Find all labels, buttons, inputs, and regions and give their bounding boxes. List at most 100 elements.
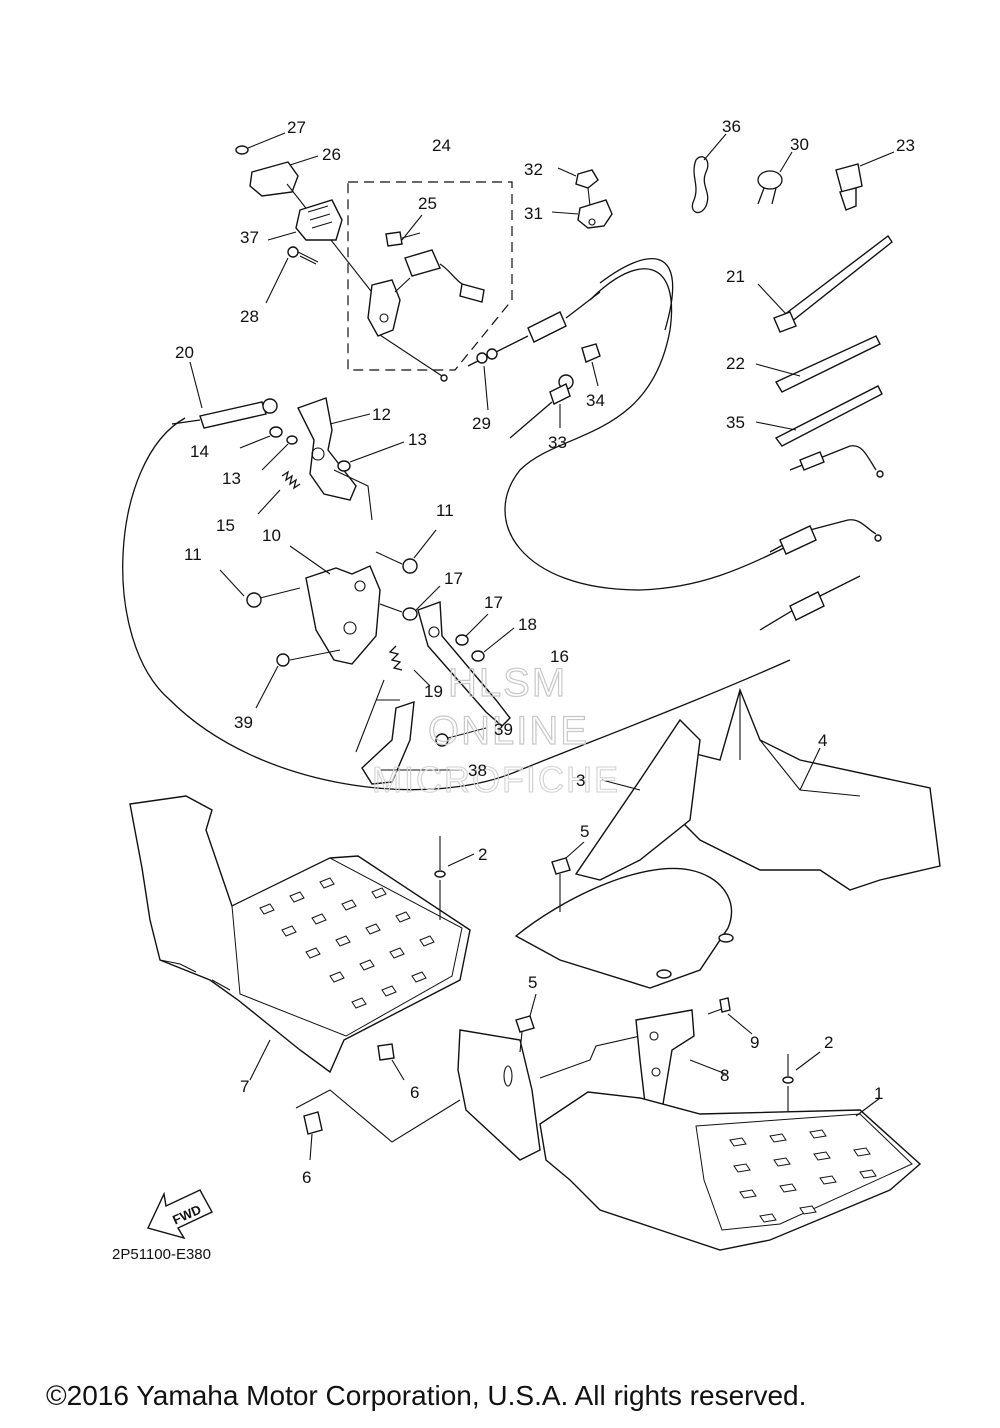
screw-27 bbox=[235, 132, 286, 155]
guard-4 bbox=[638, 687, 941, 891]
callout-16: 16 bbox=[550, 647, 569, 666]
lever-12 bbox=[297, 397, 373, 521]
callout-13-left: 13 bbox=[222, 469, 241, 488]
washer-13a bbox=[261, 435, 298, 471]
callout-24: 24 bbox=[432, 136, 451, 155]
throttle-cable bbox=[122, 417, 791, 791]
bolt-39-left bbox=[255, 649, 341, 709]
footrest-1 bbox=[539, 1091, 922, 1251]
callout-27: 27 bbox=[287, 118, 306, 137]
callout-18: 18 bbox=[518, 615, 537, 634]
clamp-31 bbox=[551, 199, 613, 229]
callout-29: 29 bbox=[472, 414, 491, 433]
callout-26: 26 bbox=[322, 145, 341, 164]
callout-8: 8 bbox=[720, 1066, 729, 1085]
callout-37: 37 bbox=[240, 228, 259, 247]
bolt-32 bbox=[557, 167, 599, 207]
callout-9: 9 bbox=[750, 1033, 759, 1052]
footrest-7 bbox=[129, 795, 471, 1081]
callout-3: 3 bbox=[576, 771, 585, 790]
callout-1: 1 bbox=[874, 1084, 883, 1103]
washer-14 bbox=[239, 426, 283, 449]
switch-assembly-box bbox=[347, 181, 513, 371]
callout-20: 20 bbox=[175, 343, 194, 362]
washer-13b bbox=[337, 441, 405, 472]
spring-15 bbox=[257, 470, 301, 515]
cable-end-right-3 bbox=[759, 575, 861, 631]
bolt-39-right bbox=[435, 727, 487, 747]
cable-adjuster-29 bbox=[467, 291, 601, 411]
screw-25 bbox=[385, 214, 423, 247]
fwd-arrow-icon: FWD bbox=[147, 1189, 213, 1240]
callout-30: 30 bbox=[790, 135, 809, 154]
callout-17-upper: 17 bbox=[444, 569, 463, 588]
plate-bracket bbox=[457, 1029, 641, 1161]
callout-22: 22 bbox=[726, 354, 745, 373]
callout-15: 15 bbox=[216, 516, 235, 535]
bolt-11-right bbox=[375, 529, 437, 574]
cable-end-right-2 bbox=[769, 519, 882, 555]
washer-17b bbox=[455, 613, 489, 646]
callout-36: 36 bbox=[722, 117, 741, 136]
choke-cable-loop bbox=[599, 258, 674, 331]
watermark: HLSM ONLINE MICROFICHE bbox=[371, 660, 620, 800]
callout-11-right: 11 bbox=[436, 501, 454, 520]
callout-4: 4 bbox=[818, 731, 827, 750]
callout-11-left: 11 bbox=[184, 545, 202, 564]
rivet-2-right bbox=[782, 1051, 821, 1112]
callout-38: 38 bbox=[468, 761, 487, 780]
switch-cover-26 bbox=[249, 155, 379, 301]
tie-22 bbox=[755, 335, 881, 393]
bolt-28 bbox=[265, 246, 319, 304]
bolt-5-lower bbox=[515, 993, 537, 1053]
rivet-2-left bbox=[434, 836, 475, 920]
clip-6-upper bbox=[377, 1043, 405, 1081]
callout-10: 10 bbox=[262, 526, 281, 545]
bracket-8 bbox=[635, 1009, 727, 1113]
callout-6-upper: 6 bbox=[410, 1083, 419, 1102]
callout-32: 32 bbox=[524, 160, 543, 179]
brake-cable bbox=[504, 268, 801, 591]
callout-33: 33 bbox=[548, 433, 567, 452]
clamp-23 bbox=[835, 151, 895, 211]
callout-39-right: 39 bbox=[494, 720, 513, 739]
callout-35: 35 bbox=[726, 413, 745, 432]
callout-13-right: 13 bbox=[408, 430, 427, 449]
cable-end-20 bbox=[171, 361, 278, 429]
tie-21 bbox=[757, 234, 893, 333]
switch-37 bbox=[267, 199, 343, 241]
callout-39-left: 39 bbox=[234, 713, 253, 732]
callout-34: 34 bbox=[586, 391, 605, 410]
bracket-10 bbox=[289, 545, 381, 665]
callout-19: 19 bbox=[424, 682, 443, 701]
pivot-17 bbox=[379, 585, 441, 621]
cable-end-right-1 bbox=[789, 445, 884, 478]
copyright-notice: ©2016 Yamaha Motor Corporation, U.S.A. A… bbox=[46, 1380, 807, 1411]
clip-18 bbox=[471, 627, 515, 662]
callout-28: 28 bbox=[240, 307, 259, 326]
clip-6-lower bbox=[295, 1089, 461, 1161]
callout-31: 31 bbox=[524, 204, 543, 223]
callout-5-upper: 5 bbox=[580, 822, 589, 841]
screw-9 bbox=[707, 997, 753, 1035]
switch-unit-25 bbox=[394, 249, 485, 303]
watermark-line-3: MICROFICHE bbox=[372, 759, 620, 800]
callout-23: 23 bbox=[896, 136, 915, 155]
bolt-11-left bbox=[219, 569, 301, 608]
callout-7: 7 bbox=[240, 1077, 249, 1096]
arm-19 bbox=[388, 601, 511, 727]
bolt-5-upper bbox=[551, 841, 585, 912]
callout-labels: 27 26 24 25 37 28 32 31 36 30 23 21 22 3… bbox=[175, 117, 915, 1187]
clip-30 bbox=[757, 151, 793, 205]
callout-14: 14 bbox=[190, 442, 209, 461]
bracket-24 bbox=[367, 279, 448, 382]
callout-17-lower: 17 bbox=[484, 593, 503, 612]
callout-25: 25 bbox=[418, 194, 437, 213]
tie-35 bbox=[755, 385, 883, 447]
callout-6-lower: 6 bbox=[302, 1168, 311, 1187]
callout-5-lower: 5 bbox=[528, 973, 537, 992]
drawing-code: 2P51100-E380 bbox=[112, 1246, 211, 1263]
callout-12: 12 bbox=[372, 405, 391, 424]
